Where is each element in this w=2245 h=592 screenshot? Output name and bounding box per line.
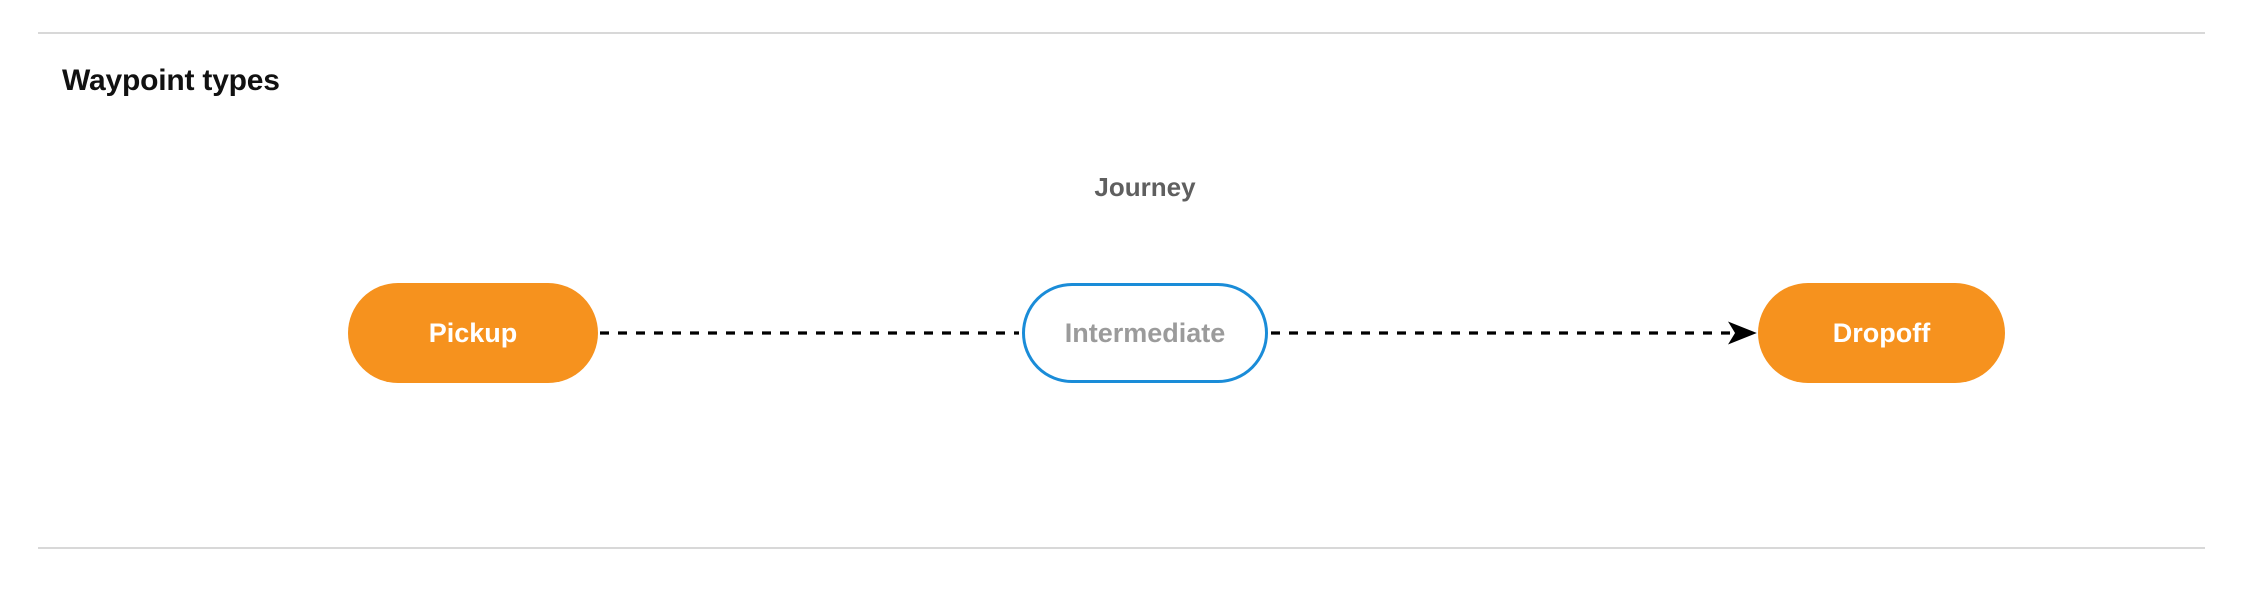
section-divider-bottom: [38, 547, 2205, 549]
page-title: Waypoint types: [62, 64, 280, 97]
waypoint-node-dropoff[interactable]: Dropoff: [1758, 283, 2005, 383]
waypoint-node-pickup[interactable]: Pickup: [348, 283, 598, 383]
waypoint-node-pickup-label: Pickup: [428, 317, 518, 348]
journey-group-label: Journey: [1094, 172, 1196, 202]
section-divider-top: [38, 32, 2205, 34]
waypoint-node-dropoff-label: Dropoff: [1832, 317, 1931, 348]
waypoint-node-intermediate[interactable]: Intermediate: [1022, 283, 1268, 383]
waypoint-node-intermediate-label: Intermediate: [1064, 317, 1226, 348]
